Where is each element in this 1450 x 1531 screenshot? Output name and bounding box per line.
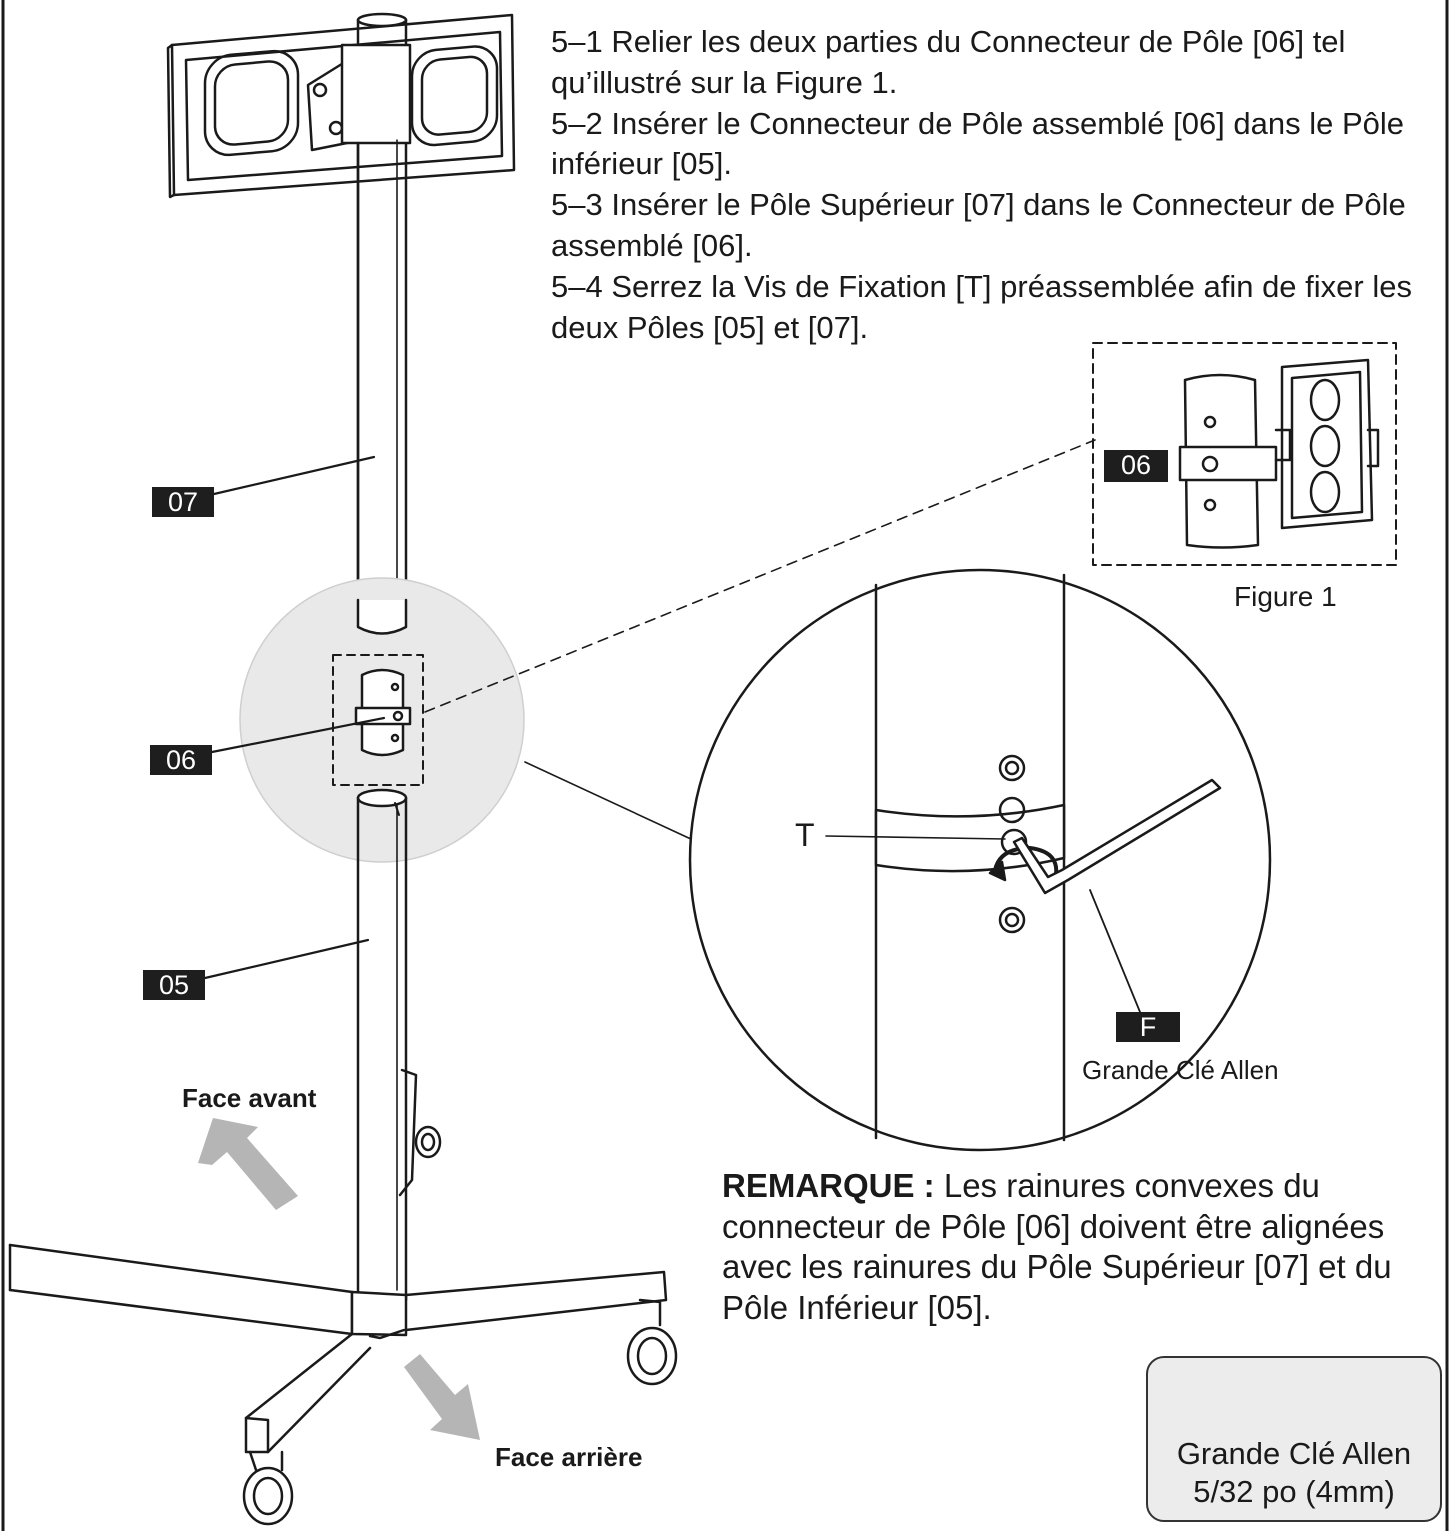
tool-name-label: Grande Clé Allen	[1082, 1055, 1279, 1085]
lower-pole-05	[356, 788, 408, 1302]
part-label-05: 05	[143, 970, 205, 1000]
screw-label-t: T	[795, 817, 815, 853]
figure-1-connector	[1178, 358, 1380, 549]
back-face-label: Face arrière	[495, 1442, 643, 1472]
step-5-3: 5–3 Insérer le Pôle Supérieur [07] dans …	[551, 187, 1406, 263]
magnifier-leader	[524, 761, 694, 841]
magnified-detail	[688, 568, 1272, 1152]
part-label-07: 07	[152, 487, 214, 517]
remark-note: REMARQUE : Les rainures convexes du conn…	[722, 1166, 1422, 1328]
pole-connector-06	[354, 668, 412, 757]
remark-title: REMARQUE :	[722, 1167, 935, 1204]
leader-07	[212, 455, 376, 496]
allen-wrench-large	[1012, 778, 1222, 895]
tool-box-size: 5/32 po (4mm)	[1193, 1474, 1395, 1509]
step-5-2: 5–2 Insérer le Connecteur de Pôle assemb…	[551, 105, 1405, 182]
step-5-4: 5–4 Serrez la Vis de Fixation [T] préass…	[551, 268, 1412, 345]
tool-label-f: F	[1116, 1012, 1180, 1042]
figure-1-box	[1092, 342, 1397, 566]
caster-wheels	[242, 1125, 678, 1526]
part-label-06: 06	[150, 745, 212, 775]
leader-06	[210, 716, 386, 754]
remark-body: Les rainures convexes du connecteur de P…	[722, 1167, 1392, 1326]
back-arrow-icon	[404, 1354, 480, 1440]
tool-box: Grande Clé Allen 5/32 po (4mm)	[1146, 1356, 1442, 1522]
figure-dashed-leader	[424, 439, 1096, 713]
step-5-1: 5–1 Relier les deux parties du Connecteu…	[551, 24, 1346, 100]
assembly-instructions: 5–1 Relier les deux parties du Connecteu…	[551, 22, 1431, 348]
connector-dashed-box	[332, 654, 424, 786]
tool-box-name: Grande Clé Allen	[1176, 1436, 1412, 1471]
figure-1-caption: Figure 1	[1234, 581, 1337, 612]
part-label-06-figure: 06	[1104, 450, 1168, 482]
front-arrow-icon	[198, 1118, 298, 1210]
front-face-label: Face avant	[182, 1083, 317, 1113]
stand-base	[8, 1243, 668, 1454]
upper-pole-07	[340, 12, 412, 634]
leader-05	[203, 938, 370, 980]
